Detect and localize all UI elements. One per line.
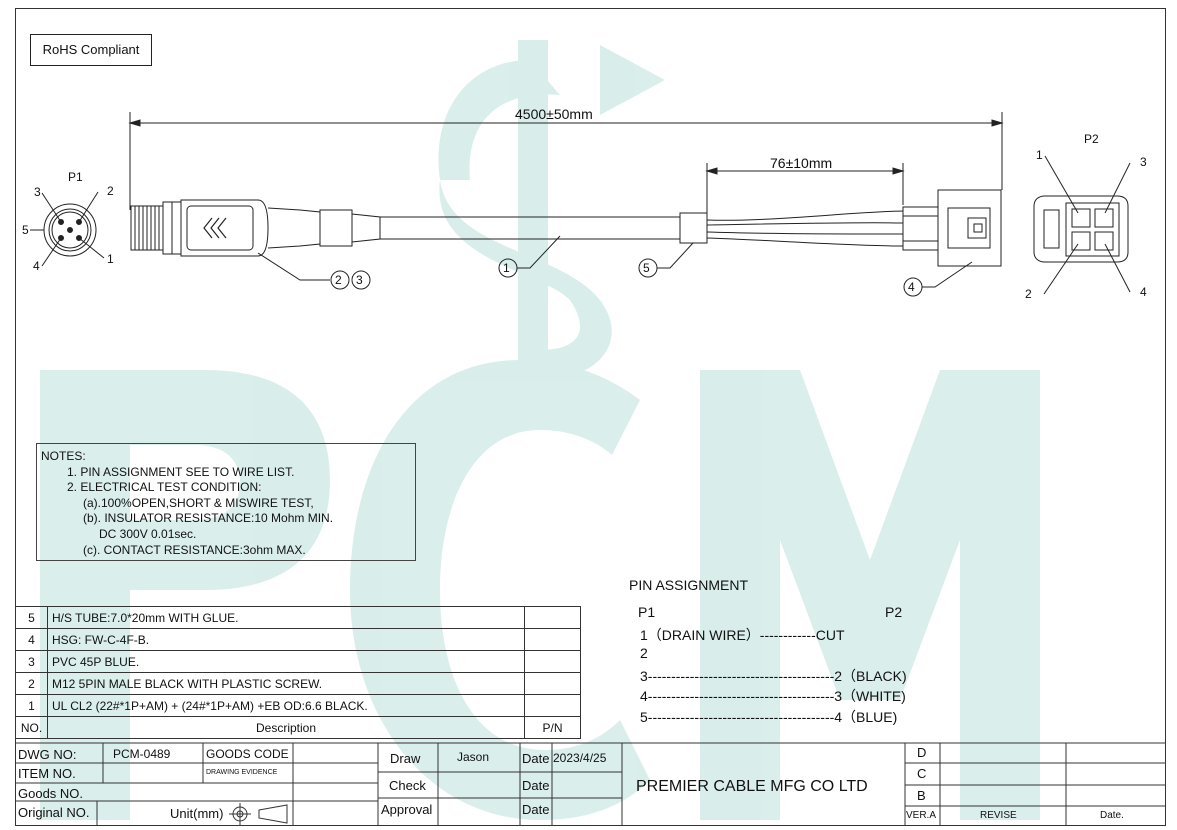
goods-no-label: Goods NO.	[18, 786, 84, 801]
note-line: (c). CONTACT RESISTANCE:3ohm MAX.	[83, 542, 306, 557]
draw-label: Draw	[390, 751, 421, 766]
bill-of-materials-table: 5 H/S TUBE:7.0*20mm WITH GLUE. 4 HSG: FW…	[15, 606, 581, 739]
p1-label: P1	[68, 170, 83, 184]
p2-pin-1: 1	[1036, 148, 1043, 162]
table-header-row: NO. Description P/N	[15, 716, 581, 739]
notes-box: NOTES: 1. PIN ASSIGNMENT SEE TO WIRE LIS…	[36, 443, 416, 561]
original-no-label: Original NO.	[18, 805, 90, 820]
p2-pin-2: 2	[1025, 287, 1032, 301]
p2-pin-3: 3	[1140, 155, 1147, 169]
pin-assignment-row: 5---------------------------------------…	[640, 709, 898, 725]
callout-4: 4	[908, 280, 915, 294]
note-line: (b). INSULATOR RESISTANCE:10 Mohm MIN.	[83, 511, 334, 526]
p1-pin-3: 3	[34, 185, 41, 199]
pin-assignment-title: PIN ASSIGNMENT	[629, 577, 749, 593]
goods-code-label: GOODS CODE	[206, 747, 289, 761]
callout-2: 2	[335, 273, 342, 287]
table-row: 4 HSG: FW-C-4F-B.	[15, 628, 581, 651]
date-header: Date.	[1100, 810, 1124, 821]
pin-assignment-row: 2	[640, 645, 648, 661]
pin-assignment-row: 1（DRAIN WIRE）------------CUT	[640, 627, 845, 643]
item-no-label: ITEM NO.	[18, 766, 76, 781]
dwg-no-label: DWG NO:	[18, 747, 77, 762]
p1-pin-2: 2	[107, 184, 114, 198]
drawing-evidence-label: DRAWING EVIDENCE	[206, 769, 278, 776]
bom-description: M12 5PIN MALE BLACK WITH PLASTIC SCREW.	[47, 672, 525, 695]
pin-assignment-p1-header: P1	[638, 604, 656, 620]
callout-1: 1	[503, 261, 510, 275]
note-line: 2. ELECTRICAL TEST CONDITION:	[67, 480, 262, 495]
bom-header-description: Description	[47, 716, 525, 739]
notes-title: NOTES:	[41, 449, 86, 463]
date-label: Date	[522, 802, 550, 817]
check-label: Check	[389, 778, 426, 793]
date-label: Date	[522, 778, 550, 793]
rev-row-label: C	[917, 766, 927, 781]
revise-header: REVISE	[980, 810, 1017, 821]
company-name: PREMIER CABLE MFG CO LTD	[636, 778, 868, 795]
bom-description: H/S TUBE:7.0*20mm WITH GLUE.	[47, 606, 525, 629]
pin-assignment-p2-header: P2	[885, 604, 903, 620]
p2-pin-4: 4	[1140, 285, 1147, 299]
version-label: VER.A	[906, 810, 937, 821]
breakout-length-dimension: 76±10mm	[770, 155, 833, 171]
date-value: 2023/4/25	[553, 751, 607, 765]
pin-assignment-row: 4---------------------------------------…	[640, 688, 906, 704]
note-line: (a).100%OPEN,SHORT & MISWIRE TEST,	[83, 495, 314, 510]
table-row: 5 H/S TUBE:7.0*20mm WITH GLUE.	[15, 606, 581, 629]
approval-label: Approval	[381, 802, 433, 817]
overall-length-dimension: 4500±50mm	[515, 106, 593, 122]
p1-pin-5: 5	[22, 223, 29, 237]
note-line: 1. PIN ASSIGNMENT SEE TO WIRE LIST.	[67, 464, 295, 479]
callout-3: 3	[356, 273, 363, 287]
p1-pin-4: 4	[33, 259, 40, 273]
p2-label: P2	[1084, 132, 1099, 146]
pin-assignment-row: 3---------------------------------------…	[640, 668, 907, 684]
note-line: DC 300V 0.01sec.	[99, 526, 197, 541]
bom-header-pn: P/N	[524, 716, 581, 739]
drawing-frame	[15, 8, 1166, 826]
unit-label: Unit(mm)	[170, 806, 224, 821]
rev-row-label: D	[917, 745, 927, 760]
drawer-name: Jason	[457, 750, 490, 764]
rev-row-label: B	[917, 788, 926, 803]
callout-5: 5	[643, 261, 650, 275]
p1-pin-1: 1	[107, 252, 114, 266]
date-label: Date	[522, 751, 550, 766]
bom-description: HSG: FW-C-4F-B.	[47, 628, 525, 651]
rohs-compliant-badge: RoHS Compliant	[30, 34, 152, 66]
dwg-no-value: PCM-0489	[113, 747, 171, 761]
